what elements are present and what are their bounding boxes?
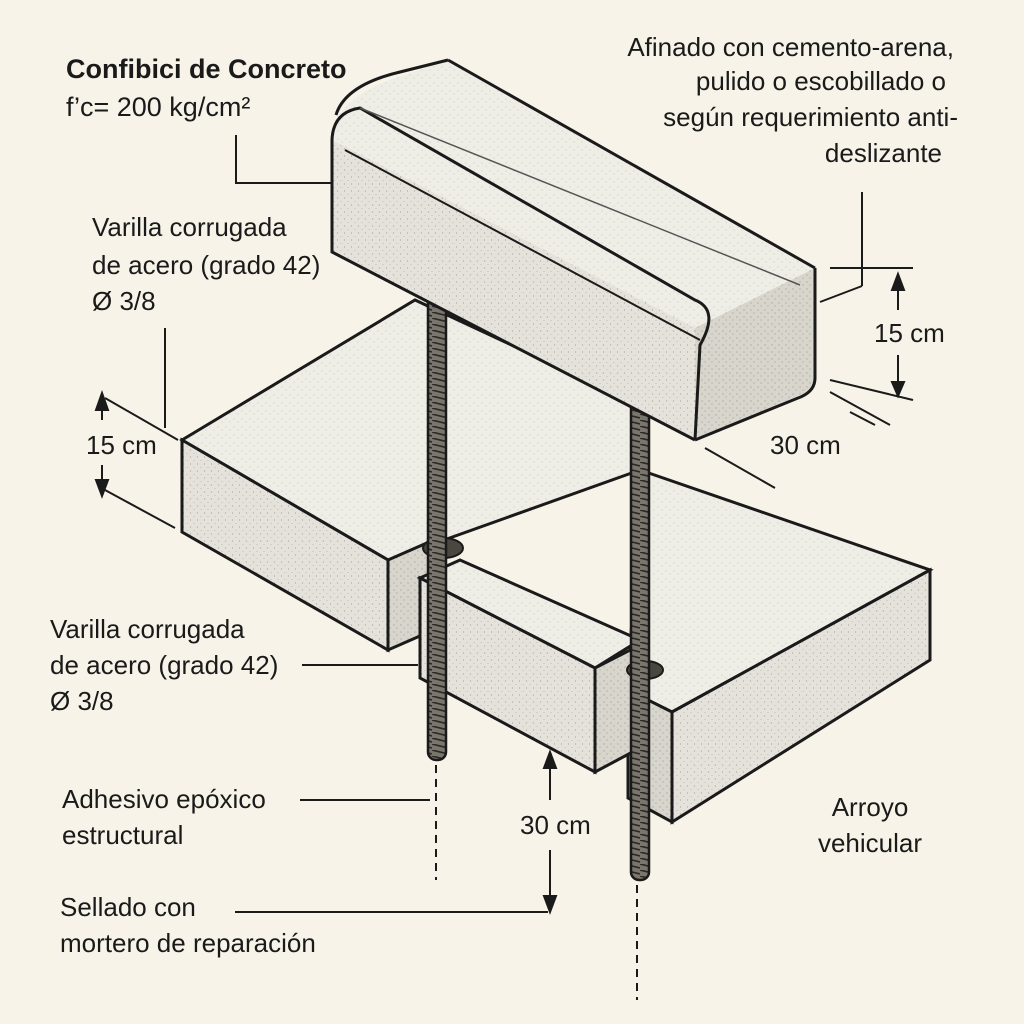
anchor-block	[416, 537, 664, 775]
dashed-extensions	[435, 765, 638, 1000]
dim-slab-thickness: 15 cm	[86, 430, 157, 460]
rebar-lower-line-3: Ø 3/8	[50, 686, 114, 716]
dim-curb-width: 30 cm	[770, 430, 841, 460]
epoxy-line-1: Adhesivo epóxico	[62, 784, 266, 814]
dimension-lines	[94, 267, 914, 915]
rebar-right	[629, 398, 651, 882]
road-slab	[626, 467, 934, 825]
rebar-lower-line-1: Varilla corrugada	[50, 614, 245, 644]
road-line-1: Arroyo	[831, 792, 909, 822]
finish-note-line-3: según requerimiento anti-	[663, 102, 958, 132]
rebar-upper-line-3: Ø 3/8	[92, 286, 156, 316]
dim-curb-height: 15 cm	[874, 318, 945, 348]
concrete-curb	[330, 58, 817, 442]
epoxy-line-2: estructural	[62, 820, 184, 850]
finish-note-line-2: pulido o escobillado o	[695, 66, 946, 96]
finish-note-line-4: deslizante	[824, 138, 942, 168]
rebar-upper-line-2: de acero (grado 42)	[92, 250, 321, 280]
title-line-1: Confibici de Concreto	[66, 54, 347, 84]
rebar-upper-line-1: Varilla corrugada	[92, 212, 287, 242]
finish-note-line-1: Afinado con cemento-arena,	[627, 32, 954, 62]
title-line-2: f’c= 200 kg/cm²	[66, 92, 251, 122]
leader-lines	[164, 135, 863, 913]
sealing-line-1: Sellado con	[60, 892, 196, 922]
road-line-2: vehicular	[817, 828, 923, 858]
dim-anchor-depth: 30 cm	[520, 810, 591, 840]
sealing-line-2: mortero de reparación	[60, 928, 316, 958]
rebar-left	[426, 280, 448, 762]
rebar-lower-line-2: de acero (grado 42)	[50, 650, 279, 680]
